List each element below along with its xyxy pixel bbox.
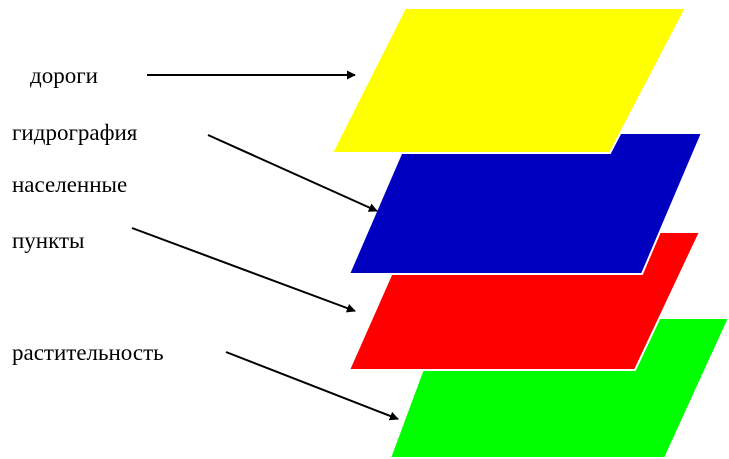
label-settlements-line1: населенные [12, 172, 127, 197]
layer-hydrography [347, 132, 704, 275]
arrow-hydrography [207, 134, 378, 212]
label-settlements-line2: пункты [12, 228, 85, 253]
label-vegetation: растительность [12, 340, 164, 365]
label-hydrography: гидрография [12, 120, 138, 145]
arrow-settlements [131, 227, 356, 313]
label-roads: дороги [30, 63, 98, 88]
arrow-vegetation [225, 351, 399, 421]
layer-roads [330, 7, 688, 154]
